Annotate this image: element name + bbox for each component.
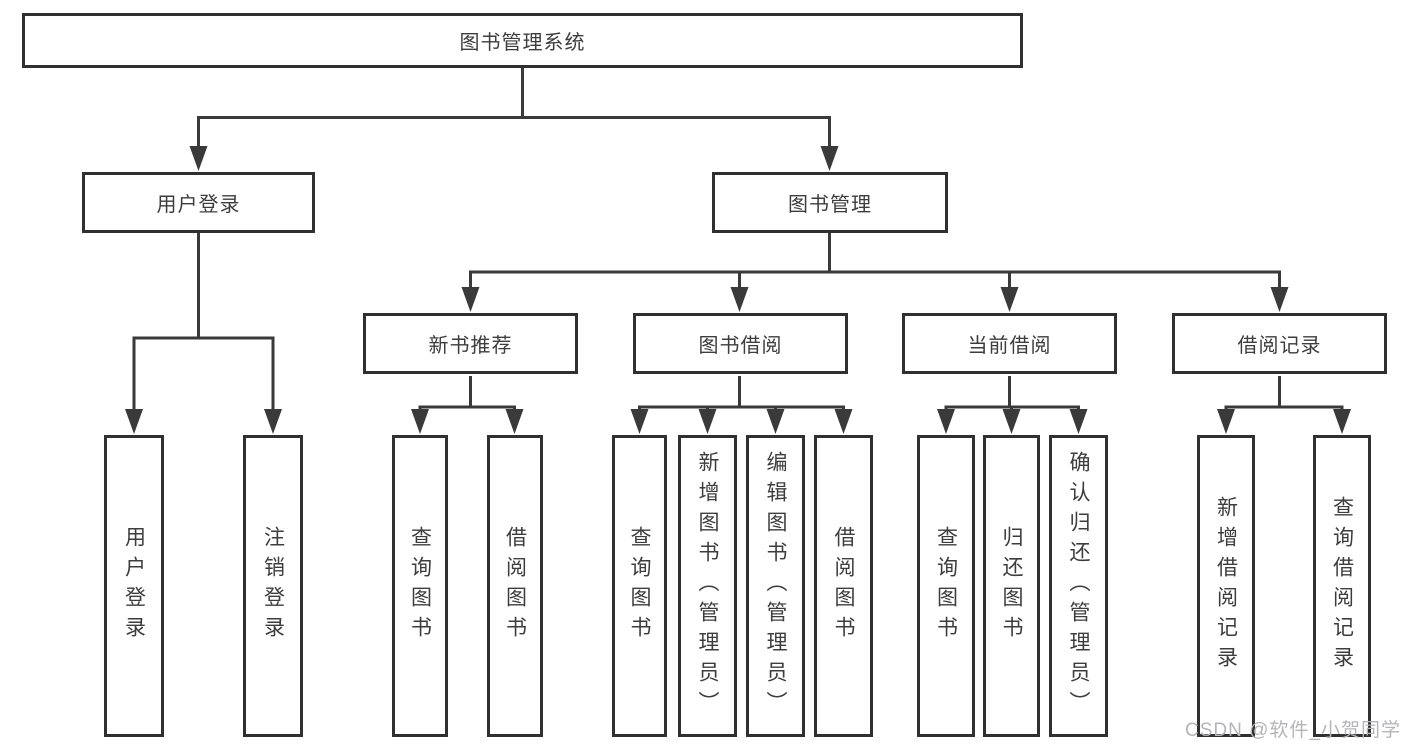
node-user-login: 用户登录 (82, 172, 315, 233)
arrow-down-icon (1270, 287, 1289, 312)
arrow-down-icon (820, 146, 839, 171)
leaf-user-login: 用户登录 (104, 435, 164, 737)
leaf-borrow-add-admin: 新增图书（管理员） (678, 435, 737, 737)
arrow-down-icon (698, 409, 717, 434)
node-current-borrow: 当前借阅 (902, 313, 1117, 374)
leaf-record-add: 新增借阅记录 (1197, 435, 1255, 737)
node-borrow-records: 借阅记录 (1172, 313, 1387, 374)
arrow-down-icon (1002, 409, 1021, 434)
leaf-logout: 注销登录 (243, 435, 303, 737)
leaf-borrow-borrow: 借阅图书 (814, 435, 873, 737)
arrow-down-icon (1333, 409, 1351, 434)
connector-new-book-to-leaves (411, 376, 524, 434)
node-library-management-system: 图书管理系统 (22, 13, 1023, 68)
arrow-down-icon (834, 409, 853, 434)
arrow-down-icon (1217, 409, 1235, 434)
arrow-down-icon (125, 409, 143, 434)
node-book-management: 图书管理 (712, 172, 948, 233)
connector-borrow-record-to-leaves (1217, 376, 1351, 434)
arrow-down-icon (937, 409, 955, 434)
arrow-down-icon (264, 409, 282, 434)
arrow-down-icon (766, 409, 785, 434)
leaf-borrow-edit-admin: 编辑图书（管理员） (746, 435, 805, 737)
arrow-down-icon (1000, 287, 1019, 312)
leaf-new-book-borrow: 借阅图书 (487, 435, 543, 737)
leaf-new-book-query: 查询图书 (392, 435, 448, 737)
csdn-watermark: CSDN @软件_小贺同学 (1185, 720, 1401, 741)
leaf-current-confirm-admin: 确认归还（管理员） (1049, 435, 1108, 737)
connector-book-borrow-to-leaves (630, 376, 853, 434)
arrow-down-icon (411, 409, 429, 434)
leaf-borrow-query: 查询图书 (612, 435, 667, 737)
arrow-down-icon (505, 409, 524, 434)
arrow-down-icon (730, 287, 749, 312)
arrow-down-icon (461, 287, 480, 312)
leaf-current-query: 查询图书 (917, 435, 975, 737)
node-new-book-recommend: 新书推荐 (363, 313, 578, 374)
connector-root-to-level2 (189, 68, 839, 171)
leaf-current-return: 归还图书 (983, 435, 1040, 737)
arrow-down-icon (630, 409, 649, 434)
arrow-down-icon (1069, 409, 1088, 434)
arrow-down-icon (189, 146, 208, 171)
connector-book-management-to-level3 (461, 233, 1289, 312)
connector-user-login-to-leaves (125, 233, 282, 434)
connector-current-borrow-to-leaves (937, 376, 1088, 434)
node-book-borrow: 图书借阅 (633, 313, 848, 374)
leaf-record-query: 查询借阅记录 (1313, 435, 1371, 737)
